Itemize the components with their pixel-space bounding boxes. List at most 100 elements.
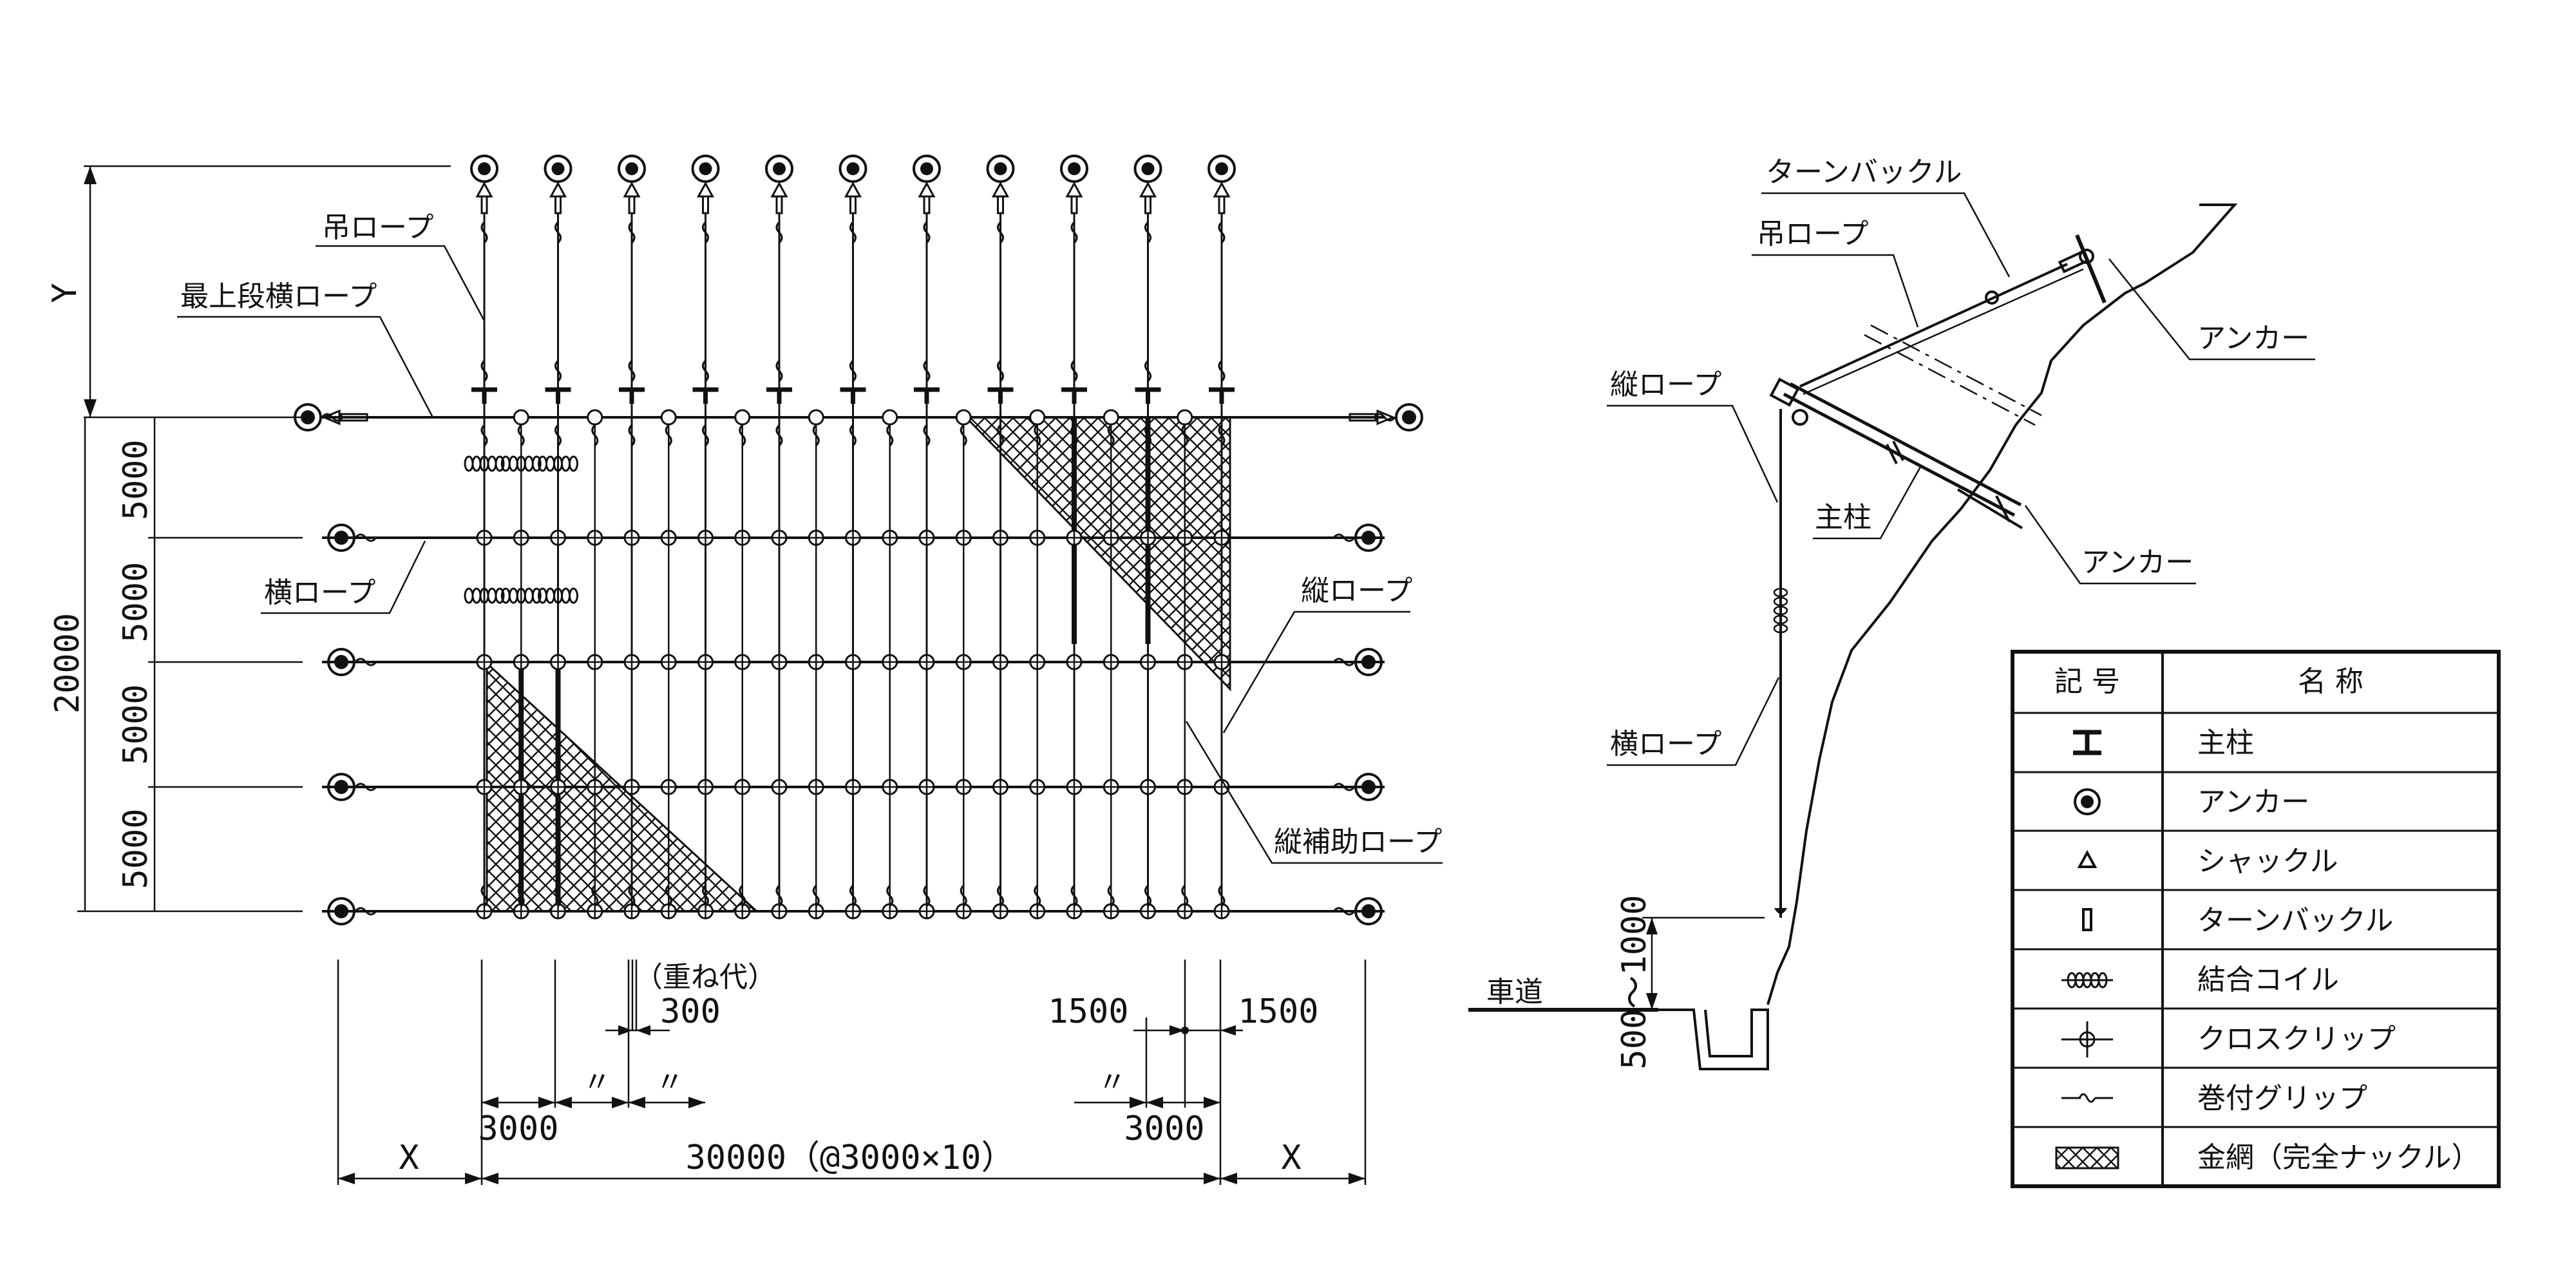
post-icon: [619, 387, 645, 404]
road-label: 車道: [1486, 976, 1543, 1009]
turnbuckle-leader: [1761, 192, 2011, 278]
anchor-icon: [1395, 403, 1423, 431]
wrap-grip-icon: [1332, 658, 1356, 667]
cross-clip-icon: [661, 904, 676, 918]
cross-clip-icon: [1215, 655, 1229, 669]
row-dim-3: 5000: [117, 684, 155, 764]
section-horizontal-rope-leader: [1607, 677, 1780, 766]
cross-clip-icon: [698, 904, 713, 918]
mesh-area-top-right: [963, 416, 1231, 692]
side-right-label: 1500: [1238, 992, 1318, 1031]
wrap-grip-icon: [1070, 884, 1078, 907]
anchor-icon: [1354, 773, 1383, 801]
coil-icon: [545, 455, 555, 472]
wrap-grip-icon: [480, 884, 488, 907]
coil-icon: [531, 587, 542, 604]
wrap-grip-icon: [1034, 884, 1041, 907]
legend-border: [2011, 650, 2501, 1188]
section-hang-rope-leader: [1752, 254, 1919, 328]
coil-icon: [545, 587, 555, 604]
anchor-icon: [551, 162, 565, 175]
section-vertical-rope-label: 縦ロープ: [1610, 368, 1721, 401]
wrap-grip-icon: [923, 424, 931, 447]
post-icon: [471, 387, 497, 404]
wrap-grip-icon: [1332, 533, 1356, 542]
section-turnbuckle-eye: [1985, 290, 1999, 305]
wrap-grip-icon: [1181, 424, 1189, 447]
cross-clip-icon: [956, 655, 971, 669]
legend-row-cross-clip: クロスクリップ: [2061, 1021, 2396, 1057]
turnbuckle-icon: [1144, 195, 1151, 214]
top-horizontal-rope-label: 最上段横ロープ: [180, 280, 377, 313]
cross-clip-icon: [882, 531, 897, 545]
wrap-grip-icon: [554, 884, 562, 907]
anchor-icon: [846, 162, 860, 175]
cross-clip-icon: [920, 655, 934, 669]
legend-header-symbol: 記 号: [2054, 665, 2120, 698]
cross-clip-icon: [1141, 531, 1155, 545]
wrap-grip-icon: [1144, 884, 1151, 907]
legend-row-post: 主柱: [2073, 726, 2254, 759]
cross-clip-icon: [882, 655, 897, 669]
cross-clip-icon: [1141, 780, 1155, 794]
net-bottom-end: [1774, 908, 1787, 914]
legend-name-wrap-grip: 巻付グリップ: [2197, 1082, 2367, 1115]
wrap-grip-icon: [849, 359, 857, 383]
cross-clip-icon: [1030, 655, 1045, 669]
cross-clip-icon: [772, 655, 786, 669]
cross-clip-icon: [477, 904, 491, 918]
coil-icon: [531, 455, 542, 472]
shackle-icon: [321, 409, 341, 426]
anchor-icon: [1354, 524, 1383, 552]
wrap-grip-icon: [1218, 359, 1226, 383]
x-left-label: X: [399, 1139, 419, 1177]
shackle-icon: [623, 181, 641, 198]
legend-name-cross-clip: クロスクリップ: [2197, 1023, 2396, 1056]
coil-icon: [524, 587, 534, 604]
post-icon: [766, 387, 792, 404]
row-dim-2: 5000: [117, 562, 155, 642]
wrap-grip-icon: [849, 884, 857, 907]
top-anchor-head: [2079, 249, 2094, 264]
cross-clip-icon: [551, 904, 565, 918]
road-height-label: 500～1000: [1615, 895, 1654, 1069]
turnbuckle-icon: [1218, 195, 1226, 214]
cross-clip-icon: [920, 904, 934, 918]
cross-clip-icon: [1067, 655, 1081, 669]
cross-clip-icon: [772, 780, 786, 794]
post-icon: [1209, 387, 1235, 404]
cross-clip-icon: [1141, 655, 1155, 669]
wrap-grip-icon: [960, 884, 967, 907]
side-dim-arrows: [1170, 1025, 1236, 1036]
wrap-grip-icon: [923, 221, 931, 244]
cross-clip-icon: [920, 780, 934, 794]
wrap-grip-icon: [923, 359, 931, 383]
legend-row-shackle: シャックル: [2077, 845, 2338, 878]
post-leader: [1813, 466, 1922, 540]
vertical-aux-rope-leader: [1185, 721, 1443, 864]
cross-clip-icon: [993, 655, 1008, 669]
wrap-grip-icon: [1070, 424, 1078, 447]
row-dim-4: 5000: [117, 808, 155, 889]
cross-clip-icon: [625, 531, 639, 545]
wrap-grip-icon: [1070, 359, 1078, 383]
wrap-grip-icon: [997, 359, 1004, 383]
cross-clip-icon: [993, 531, 1008, 545]
spacing-right-label: 3000: [1124, 1110, 1204, 1148]
wrap-grip-icon: [739, 884, 746, 907]
cross-clip-icon: [514, 780, 529, 794]
cross-clip-icon: [1215, 904, 1229, 918]
vertical-rope-label: 縦ロープ: [1301, 574, 1412, 607]
cross-clip-icon: [625, 780, 639, 794]
wrap-grip-icon: [702, 424, 709, 447]
x-right-label: X: [1281, 1139, 1301, 1177]
anchor-icon: [920, 162, 933, 175]
wrap-grip-icon: [554, 424, 562, 447]
legend-row-coil: 結合コイル: [2061, 963, 2339, 996]
wrap-grip-icon: [628, 359, 636, 383]
wrap-grip-icon: [775, 221, 783, 244]
coil-icon: [464, 587, 474, 604]
cross-clip-icon: [1104, 531, 1119, 545]
anchor-icon: [1361, 655, 1376, 669]
turnbuckle-icon: [480, 195, 488, 214]
